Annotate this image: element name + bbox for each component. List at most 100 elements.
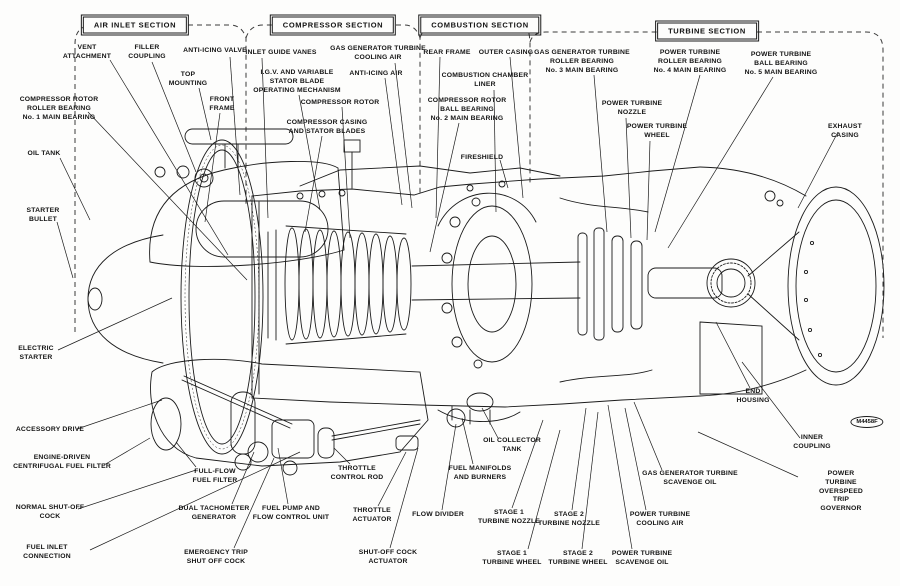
leader-line-top-mounting — [198, 87, 212, 141]
part-label-dual-tachometer: DUAL TACHOMETER GENERATOR — [178, 505, 250, 521]
combustion-drawing — [411, 192, 581, 369]
part-label-stage1-nozzle: STAGE 1 TURBINE NOZZLE — [477, 509, 541, 525]
exhaust-casing-drawing — [699, 166, 885, 397]
part-label-fuel-pump-unit: FUEL PUMP AND FLOW CONTROL UNIT — [252, 505, 330, 521]
part-label-combustion-liner: COMBUSTION CHAMBER LINER — [441, 72, 529, 88]
inlet-disc-drawing — [180, 139, 264, 455]
leader-line-stage2-nozzle — [571, 407, 587, 511]
leader-line-inlet-guide-vanes — [261, 57, 269, 219]
leader-line-stage2-wheel — [581, 411, 599, 550]
leader-lines — [56, 56, 839, 551]
leader-line-inner-coupling — [741, 361, 801, 439]
part-label-electric-starter: ELECTRIC STARTER — [18, 345, 54, 361]
section-header-air-inlet: AIR INLET SECTION — [80, 14, 190, 36]
part-label-stage2-nozzle: STAGE 2 TURBINE NOZZLE — [537, 511, 601, 527]
leader-line-fuel-manifolds-burners — [461, 417, 474, 465]
part-label-pt-scavenge-oil: POWER TURBINE SCAVENGE OIL — [611, 550, 673, 566]
section-header-compressor: COMPRESSOR SECTION — [269, 14, 397, 36]
part-label-shutoff-cock-actuator: SHUT-OFF COCK ACTUATOR — [358, 549, 418, 565]
part-label-top-mounting: TOP MOUNTING — [168, 71, 208, 87]
leader-line-vent-attachment — [109, 59, 229, 256]
leader-line-end-housing — [715, 321, 751, 389]
part-label-roller-bearing-3: GAS GENERATOR TURBINE ROLLER BEARING No.… — [534, 49, 630, 74]
section-header-combustion: COMBUSTION SECTION — [417, 14, 543, 36]
part-label-end-housing: END HOUSING — [736, 388, 770, 404]
part-label-outer-casing: OUTER CASING — [478, 49, 534, 56]
leader-line-accessory-drive — [76, 399, 163, 430]
part-label-oil-collector-tank: OIL COLLECTOR TANK — [483, 437, 541, 453]
part-label-ggt-scavenge-oil: GAS GENERATOR TURBINE SCAVENGE OIL — [642, 470, 738, 486]
leader-line-pt-nozzle — [625, 117, 632, 239]
leader-line-oil-collector-tank — [481, 407, 499, 439]
part-label-rear-frame: REAR FRAME — [423, 49, 471, 56]
compressor-drawing — [267, 225, 412, 345]
part-label-engine-driven-filter: ENGINE-DRIVEN CENTRIFUGAL FUEL FILTER — [13, 454, 111, 470]
part-label-flow-divider: FLOW DIVIDER — [412, 511, 464, 518]
part-label-ball-bearing-5: POWER TURBINE BALL BEARING No. 5 MAIN BE… — [744, 51, 818, 76]
leader-line-combustion-liner — [493, 89, 497, 213]
part-label-inlet-guide-vanes: INLET GUIDE VANES — [245, 49, 317, 56]
part-label-pt-nozzle: POWER TURBINE NOZZLE — [601, 100, 663, 116]
leader-line-rear-frame — [435, 56, 441, 219]
part-label-anti-icing-air: ANTI-ICING AIR — [349, 70, 403, 77]
leader-line-stage1-wheel — [527, 429, 561, 550]
part-label-filler-coupling: FILLER COUPLING — [128, 44, 166, 60]
part-label-compressor-rotor: COMPRESSOR ROTOR — [300, 99, 380, 106]
part-label-front-frame: FRONT FRAME — [209, 96, 235, 112]
turbine-drawing — [559, 197, 723, 383]
leader-line-comp-roller-bearing-1 — [87, 111, 248, 281]
leader-line-starter-bullet — [56, 221, 74, 279]
leader-line-oil-tank — [59, 157, 91, 221]
part-label-fuel-inlet-connection: FUEL INLET CONNECTION — [23, 544, 71, 560]
leader-line-electric-starter — [57, 297, 173, 351]
leader-line-filler-coupling — [151, 61, 197, 173]
leader-line-compressor-rotor — [341, 106, 351, 239]
leader-line-normal-shutoff-cock — [77, 469, 197, 510]
leader-line-dual-tachometer — [231, 451, 255, 505]
part-label-roller-bearing-4: POWER TURBINE ROLLER BEARING No. 4 MAIN … — [653, 49, 727, 74]
part-label-throttle-actuator: THROTTLE ACTUATOR — [352, 507, 392, 523]
part-label-throttle-control-rod: THROTTLE CONTROL ROD — [330, 465, 384, 481]
part-label-exhaust-casing: EXHAUST CASING — [828, 123, 862, 139]
part-label-stage1-wheel: STAGE 1 TURBINE WHEEL — [482, 550, 542, 566]
part-label-oil-tank: OIL TANK — [27, 150, 61, 157]
accessory-section-drawing — [150, 358, 521, 476]
leader-line-comp-casing-stators — [304, 135, 323, 233]
part-label-full-flow-filter: FULL-FLOW FUEL FILTER — [192, 468, 238, 484]
part-label-pt-wheel: POWER TURBINE WHEEL — [626, 123, 688, 139]
leader-line-emergency-trip — [233, 457, 275, 549]
part-label-starter-bullet: STARTER BULLET — [26, 207, 60, 223]
leader-line-stage1-nozzle — [511, 419, 544, 509]
part-label-pt-overspeed-governor: POWER TURBINE OVERSPEED TRIP GOVERNOR — [818, 470, 864, 513]
part-label-accessory-drive: ACCESSORY DRIVE — [15, 426, 85, 433]
leader-line-igv-mechanism — [298, 94, 321, 211]
section-header-turbine: TURBINE SECTION — [654, 20, 760, 42]
part-label-fuel-manifolds-burners: FUEL MANIFOLDS AND BURNERS — [448, 465, 512, 481]
engine-drawing — [87, 128, 885, 476]
leader-line-ball-bearing-2 — [429, 122, 460, 253]
part-label-ggt-cooling-air: GAS GENERATOR TURBINE COOLING AIR — [330, 45, 426, 61]
part-label-comp-casing-stators: COMPRESSOR CASING AND STATOR BLADES — [286, 119, 368, 135]
leader-line-outer-casing — [509, 56, 524, 199]
part-label-igv-mechanism: I.G.V. AND VARIABLE STATOR BLADE OPERATI… — [253, 69, 341, 94]
part-label-inner-coupling: INNER COUPLING — [793, 434, 831, 450]
figure-number-badge: M4458F — [850, 416, 884, 428]
leader-line-ggt-scavenge-oil — [633, 401, 663, 471]
leader-line-ball-bearing-5 — [667, 76, 774, 249]
leader-line-roller-bearing-4 — [654, 74, 701, 233]
leader-line-shutoff-cock-actuator — [389, 447, 419, 549]
leader-line-flow-divider — [441, 423, 457, 511]
leader-line-ggt-cooling-air — [394, 62, 413, 209]
leader-line-full-flow-filter — [175, 441, 197, 468]
leader-line-pt-wheel — [646, 140, 651, 241]
leader-line-fireshield — [499, 159, 509, 189]
part-label-vent-attachment: VENT ATTACHMENT — [62, 44, 112, 60]
part-label-comp-roller-bearing-1: COMPRESSOR ROTOR ROLLER BEARING No. 1 MA… — [19, 96, 99, 121]
starter-bullet-drawing — [87, 234, 164, 364]
part-label-fireshield: FIRESHIELD — [460, 154, 504, 161]
part-label-stage2-wheel: STAGE 2 TURBINE WHEEL — [548, 550, 608, 566]
leader-line-roller-bearing-3 — [593, 74, 608, 233]
leader-line-fuel-inlet-connection — [89, 451, 301, 551]
